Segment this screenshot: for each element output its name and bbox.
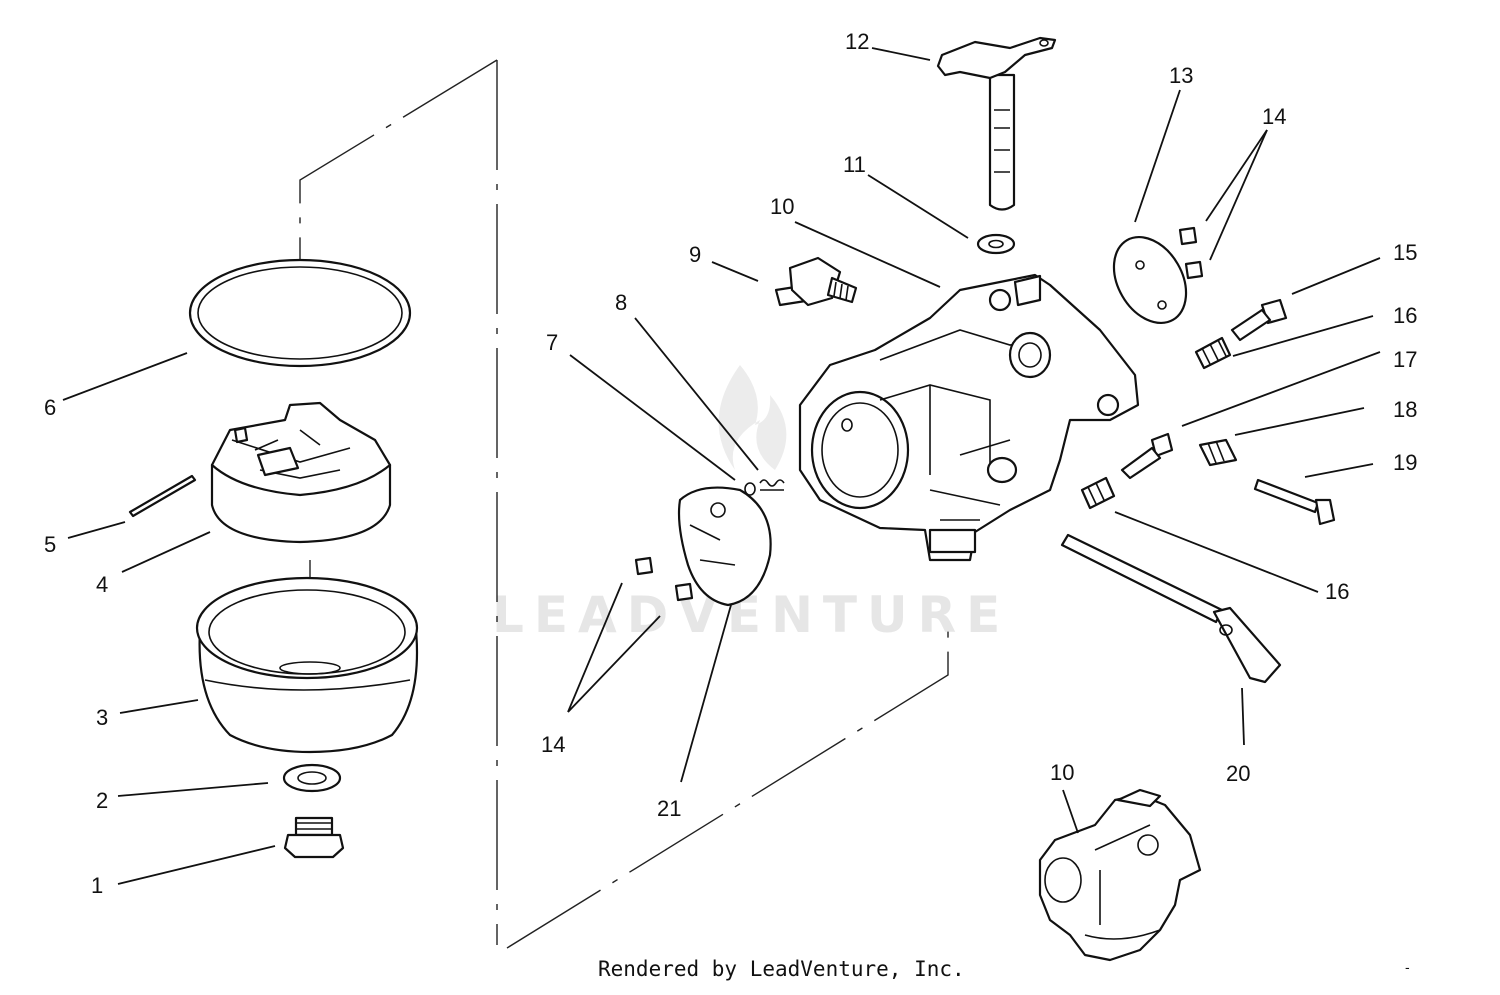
callout-14-upper: 14 [1262,104,1286,129]
callout-19: 19 [1393,450,1417,475]
choke-plate-part [1112,235,1188,325]
assembled-carburetor-inset [1038,788,1202,962]
callouts: 1 2 3 4 5 6 7 8 9 10 11 12 13 14 15 16 1… [44,29,1417,898]
leader-lines [62,47,1381,885]
main-jet-screw-part [1253,478,1336,526]
drain-plug-part [283,816,345,859]
footer-credit: Rendered by LeadVenture, Inc. [598,957,965,981]
float-bowl-part [195,576,419,754]
float-pin-part [128,474,197,518]
callout-16-lower: 16 [1325,579,1349,604]
idle-speed-screw-part [1120,432,1174,480]
throttle-shaft-washer-part [976,233,1016,255]
inlet-needle-part [744,482,756,496]
callout-21: 21 [657,796,681,821]
carburetor-body-part [798,273,1140,562]
fuel-inlet-fitting-part [774,256,858,307]
corner-mark: - [1405,959,1410,975]
flame-logo-icon [718,365,787,470]
float-part [210,401,392,544]
callout-15: 15 [1393,240,1417,265]
callout-3: 3 [96,705,108,730]
needle-spring-part [759,479,785,491]
throttle-plate-part [677,486,772,607]
callout-20: 20 [1226,761,1250,786]
callout-8: 8 [615,290,627,315]
callout-10-inset: 10 [1050,760,1074,785]
bowl-gasket-part [188,258,412,368]
callout-7: 7 [546,330,558,355]
callout-1: 1 [91,873,103,898]
callout-10: 10 [770,194,794,219]
callout-5: 5 [44,532,56,557]
idle-mixture-screw-part [1230,298,1288,342]
callout-4: 4 [96,572,108,597]
choke-shaft-part [936,36,1057,211]
throttle-plate-screws-part [634,556,694,602]
callout-11: 11 [843,152,866,177]
idle-speed-screw-spring-part [1080,476,1116,510]
mixture-screw-spring-part [1194,336,1232,370]
idle-speed-spring-part [1198,438,1238,467]
callout-18: 18 [1393,397,1417,422]
callout-6: 6 [44,395,56,420]
choke-plate-screws-part [1178,226,1204,280]
callout-13: 13 [1169,63,1193,88]
callout-17: 17 [1393,347,1417,372]
callout-12: 12 [845,29,869,54]
callout-16-upper: 16 [1393,303,1417,328]
callout-14-lower: 14 [541,732,565,757]
callout-2: 2 [96,788,108,813]
callout-9: 9 [689,242,701,267]
throttle-shaft-part [1060,533,1282,684]
washer-part [282,763,342,793]
